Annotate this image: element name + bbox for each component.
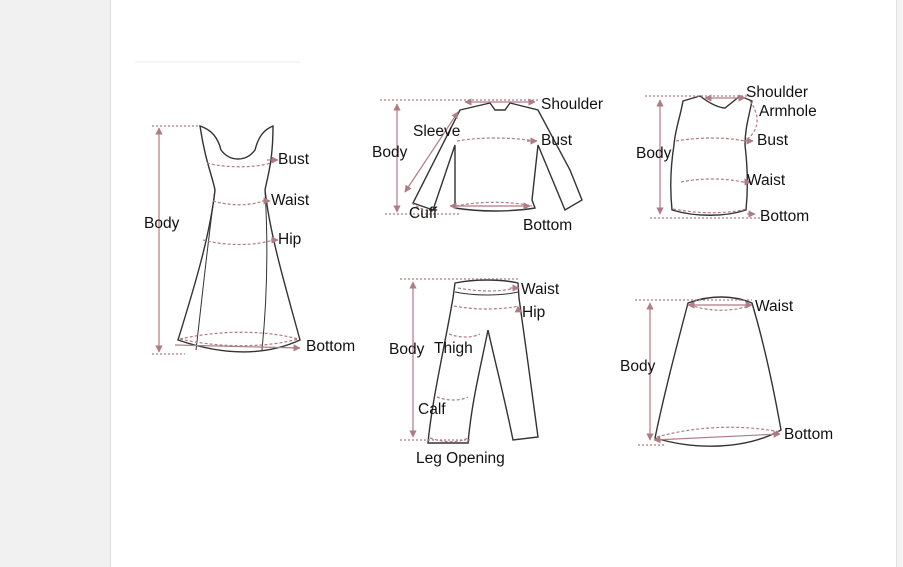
pants-thigh-label: Thigh — [434, 340, 473, 357]
dress-waist-label: Waist — [271, 192, 310, 209]
pants-figure — [400, 278, 539, 444]
left-margin-panel — [0, 0, 111, 567]
dress-bust-label: Bust — [278, 151, 310, 168]
shirt-bust-label: Bust — [541, 132, 573, 149]
pants-waist-label: Waist — [521, 281, 560, 298]
dress-bottom-label: Bottom — [306, 338, 356, 355]
shirt-cuff-label: Cuff — [409, 205, 438, 222]
vest-body-label: Body — [636, 145, 672, 162]
dress-hip-label: Hip — [278, 231, 302, 248]
vest-armhole-label: Armhole — [759, 103, 817, 120]
shirt-shoulder-label: Shoulder — [541, 96, 604, 113]
pants-hip-label: Hip — [522, 304, 546, 321]
skirt-bottom-label: Bottom — [784, 426, 834, 443]
pants-calf-label: Calf — [418, 401, 446, 418]
pants-body-label: Body — [389, 341, 425, 358]
shirt-bottom-label: Bottom — [523, 217, 573, 234]
skirt-figure — [635, 296, 782, 447]
vest-bust-label: Bust — [757, 132, 789, 149]
shirt-figure — [380, 98, 583, 215]
vest-figure — [645, 94, 760, 219]
dress-figure — [152, 124, 301, 355]
vest-waist-label: Waist — [747, 172, 786, 189]
shirt-body-label: Body — [372, 144, 408, 161]
dress-body-label: Body — [144, 215, 180, 232]
right-margin-panel — [896, 0, 903, 567]
shirt-sleeve-label: Sleeve — [413, 123, 461, 140]
pants-leg-opening-label: Leg Opening — [416, 450, 505, 467]
vest-bottom-label: Bottom — [760, 208, 810, 225]
skirt-waist-label: Waist — [755, 298, 794, 315]
vest-shoulder-label: Shoulder — [746, 84, 809, 101]
skirt-body-label: Body — [620, 358, 656, 375]
